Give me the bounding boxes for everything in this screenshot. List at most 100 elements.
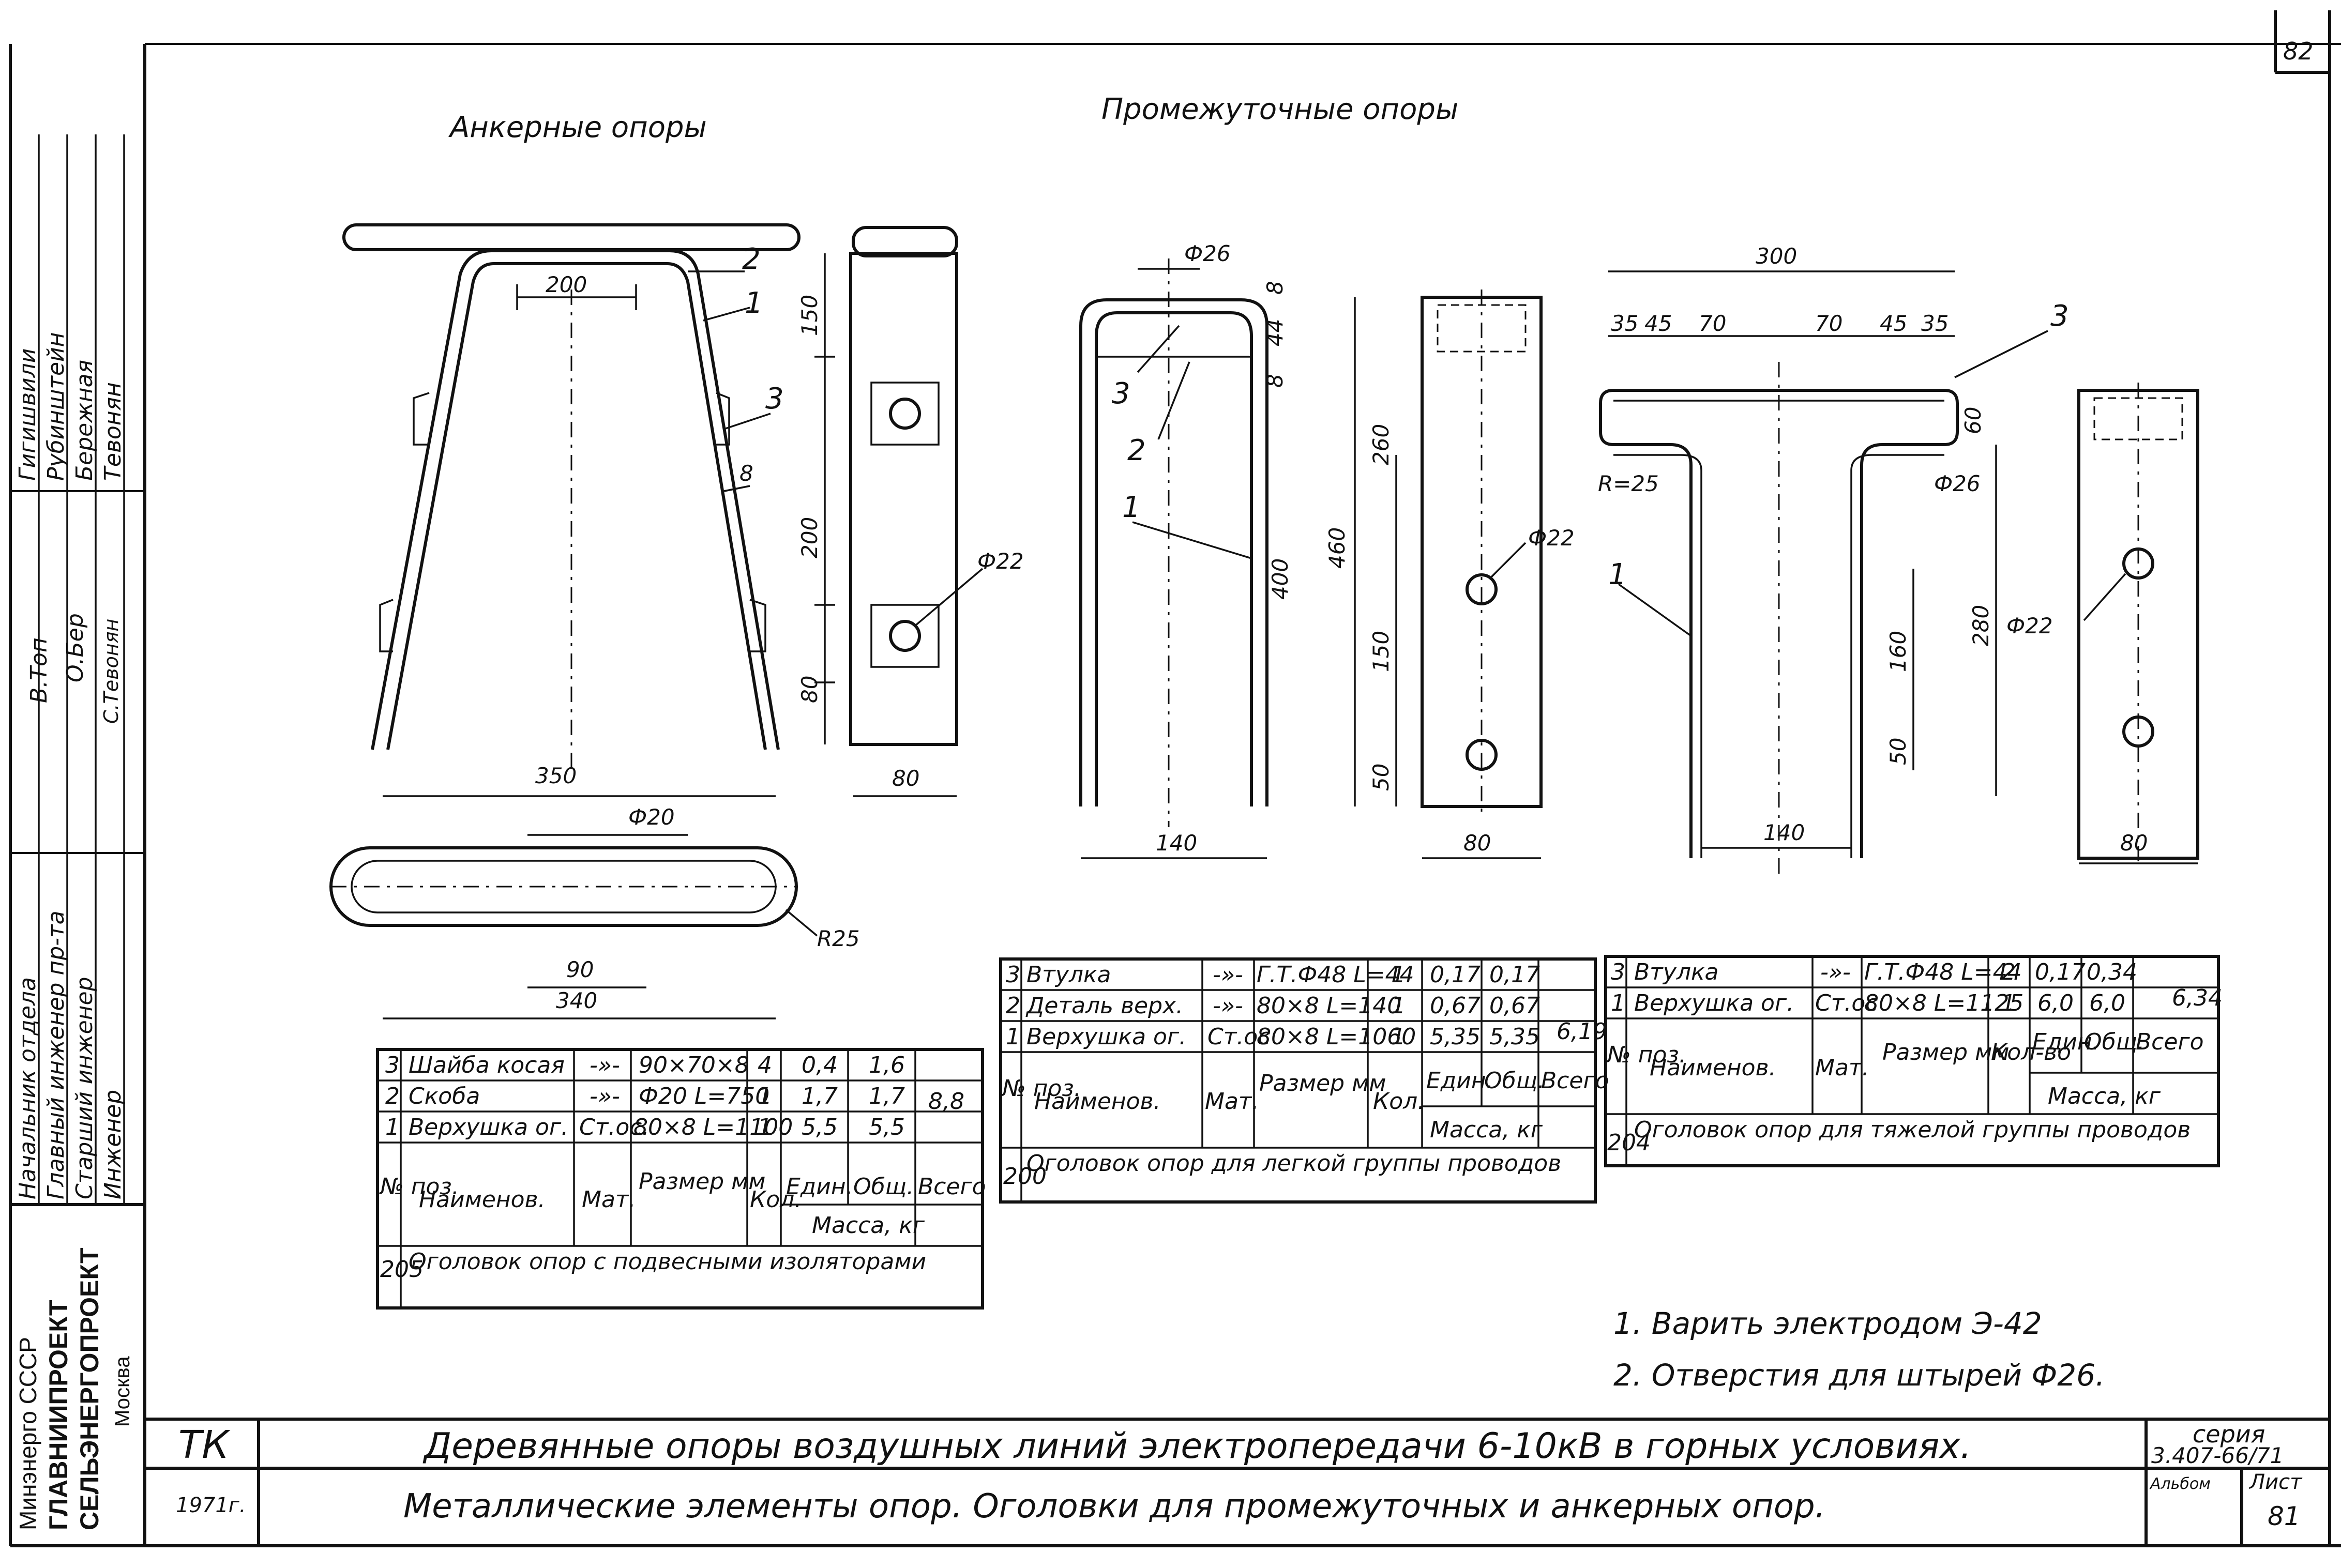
light-r2-qty: 1	[1391, 1024, 1406, 1050]
callout-8: 8	[739, 461, 753, 486]
table-light: 3 Втулка -»- Г.Т.Ф48 L=44 1 0,17 0,17 2 …	[999, 957, 1609, 1204]
light-dim-8a: 8	[1262, 281, 1288, 295]
light-h-sum: Общ.	[1484, 1068, 1545, 1094]
light-h-name: Наименов.	[1034, 1088, 1161, 1115]
heavy-dim-r25: R=25	[1598, 471, 1659, 496]
callout-3: 3	[765, 382, 784, 416]
dim-350: 350	[535, 763, 577, 788]
light-callout-3: 3	[1112, 377, 1130, 410]
heavy-dim-60: 60	[1960, 407, 1986, 434]
anchor-caption: Оголовок опор с подвесными изоляторами	[409, 1249, 926, 1275]
light-dim-50: 50	[1368, 764, 1394, 791]
signature-1: В.Топ	[26, 637, 52, 703]
anchor-h-size: Размер мм	[639, 1168, 765, 1195]
dim-80v: 80	[797, 676, 822, 703]
light-dim-140: 140	[1156, 830, 1197, 856]
light-code: 200	[1003, 1163, 1047, 1190]
dim-200v: 200	[797, 517, 822, 558]
heavy-r0-size: Г.Т.Ф48 L=44	[1864, 959, 2022, 985]
heavy-dim-50: 50	[1885, 738, 1911, 765]
heavy-h-mat: Мат.	[1815, 1055, 1869, 1081]
anchor-r2-no: 1	[385, 1114, 400, 1140]
heavy-r1-sum: 6,0	[2089, 990, 2125, 1016]
name-2: Рубинштейн	[43, 332, 69, 481]
heavy-caption: Оголовок опор для тяжелой группы проводо…	[1634, 1117, 2191, 1143]
series-code: 3.407-66/71	[2151, 1443, 2284, 1468]
heavy-h-no: № поз.	[1606, 1042, 1686, 1068]
anchor-h-qty: Кол.	[750, 1186, 802, 1213]
anchor-h-sum: Общ.	[853, 1174, 914, 1200]
dim-340: 340	[556, 988, 597, 1013]
heavy-r0-unit: 0,17	[2035, 959, 2086, 985]
anchor-r1-size: Ф20 L=750	[639, 1083, 769, 1109]
light-h-qty: Кол.	[1373, 1088, 1425, 1115]
heavy-r1-unit: 6,0	[2037, 990, 2074, 1016]
light-r2-unit: 5,35	[1430, 1024, 1481, 1050]
anchor-front-view: 200 350 2 1 3 8	[342, 223, 801, 797]
heavy-dim-70a: 70	[1699, 311, 1726, 336]
light-h-size: Размер мм	[1259, 1070, 1386, 1097]
sheet-number-top: 82	[2283, 37, 2314, 65]
anchor-h-unit: Един.	[786, 1174, 853, 1200]
anchor-r1-name: Скоба	[409, 1083, 480, 1109]
callout-1: 1	[745, 286, 763, 320]
heavy-h-all: Всего	[2136, 1029, 2203, 1055]
heavy-front-view: 300 35 45 70 70 45 35 60 3 R=25 Ф26 1 16…	[1598, 243, 2069, 879]
light-r2-size: 80×8 L=1060	[1257, 1024, 1416, 1050]
dim-f20: Ф20	[628, 804, 675, 830]
anchor-side-view: 150 200 80 80 Ф22	[797, 226, 1024, 797]
light-r0-no: 3	[1006, 962, 1020, 988]
series-label: серия	[2193, 1420, 2265, 1448]
heavy-h-unit: Един.	[2032, 1029, 2100, 1055]
light-r1-unit: 0,67	[1430, 993, 1481, 1019]
dim-f22: Ф22	[977, 549, 1024, 574]
heavy-dim-35b: 35	[1921, 311, 1949, 336]
anchor-h-mat: Мат.	[582, 1186, 636, 1213]
heavy-callout-1: 1	[1608, 558, 1627, 591]
anchor-total: 8,8	[928, 1088, 964, 1115]
heavy-dim-f22: Ф22	[2006, 613, 2053, 638]
light-h-mass: Масса, кг	[1430, 1117, 1543, 1143]
light-r0-qty: 1	[1391, 962, 1406, 988]
role-head: Начальник отдела	[14, 977, 41, 1199]
light-side-view: 460 260 150 50 80 Ф22	[1324, 290, 1575, 859]
heavy-h-mass: Масса, кг	[2048, 1083, 2161, 1109]
anchor-r2-mat: Ст.ос.	[579, 1114, 649, 1140]
anchor-r0-size: 90×70×8	[639, 1052, 749, 1078]
heavy-dim-300: 300	[1756, 243, 1797, 269]
heavy-dim-70b: 70	[1815, 311, 1842, 336]
light-dim-460: 460	[1324, 527, 1350, 569]
dim-200: 200	[546, 272, 587, 297]
light-r2-sum: 5,35	[1489, 1024, 1540, 1050]
light-h-no: № поз.	[1001, 1075, 1081, 1102]
heavy-h-name: Наименов.	[1650, 1055, 1776, 1081]
light-caption: Оголовок опор для легкой группы проводов	[1026, 1150, 1561, 1177]
heavy-r1-mat: Ст.ос	[1815, 990, 1878, 1016]
title-sub: Металлические элементы опор. Оголовки дл…	[403, 1487, 1825, 1526]
heavy-dim-140: 140	[1763, 820, 1805, 845]
heavy-dim-45b: 45	[1880, 311, 1907, 336]
light-dim-150: 150	[1368, 631, 1394, 672]
light-r2-name: Верхушка ог.	[1026, 1024, 1186, 1050]
dim-150: 150	[797, 295, 822, 336]
light-h-all: Всего	[1541, 1068, 1609, 1094]
light-r1-no: 2	[1006, 993, 1020, 1019]
title-block: ТК 1971г. Деревянные опоры воздушных лин…	[176, 1420, 2303, 1531]
heading-anchor: Анкерные опоры	[448, 111, 707, 144]
light-r0-sum: 0,17	[1489, 962, 1540, 988]
org-city: Москва	[111, 1356, 134, 1427]
heavy-r1-qty: 1	[2001, 990, 2016, 1016]
code-tk: ТК	[178, 1423, 231, 1467]
album-label: Альбом	[2149, 1475, 2211, 1493]
light-dim-44: 44	[1262, 319, 1288, 346]
title-main: Деревянные опоры воздушных линий электро…	[422, 1426, 1971, 1467]
org-selenergoproekt: СЕЛЬЭНЕРГОПРОЕКТ	[75, 1247, 104, 1530]
table-anchor: 3 Шайба косая -»- 90×70×8 4 0,4 1,6 2 Ск…	[376, 1048, 986, 1310]
anchor-r0-unit: 0,4	[802, 1052, 838, 1078]
anchor-r1-no: 2	[385, 1083, 400, 1109]
year: 1971г.	[176, 1494, 246, 1517]
heavy-r0-name: Втулка	[1634, 959, 1719, 985]
light-r1-name: Деталь верх.	[1025, 993, 1183, 1019]
table-heavy: 3 Втулка -»- Г.Т.Ф48 L=44 2 0,17 0,34 1 …	[1604, 955, 2223, 1167]
